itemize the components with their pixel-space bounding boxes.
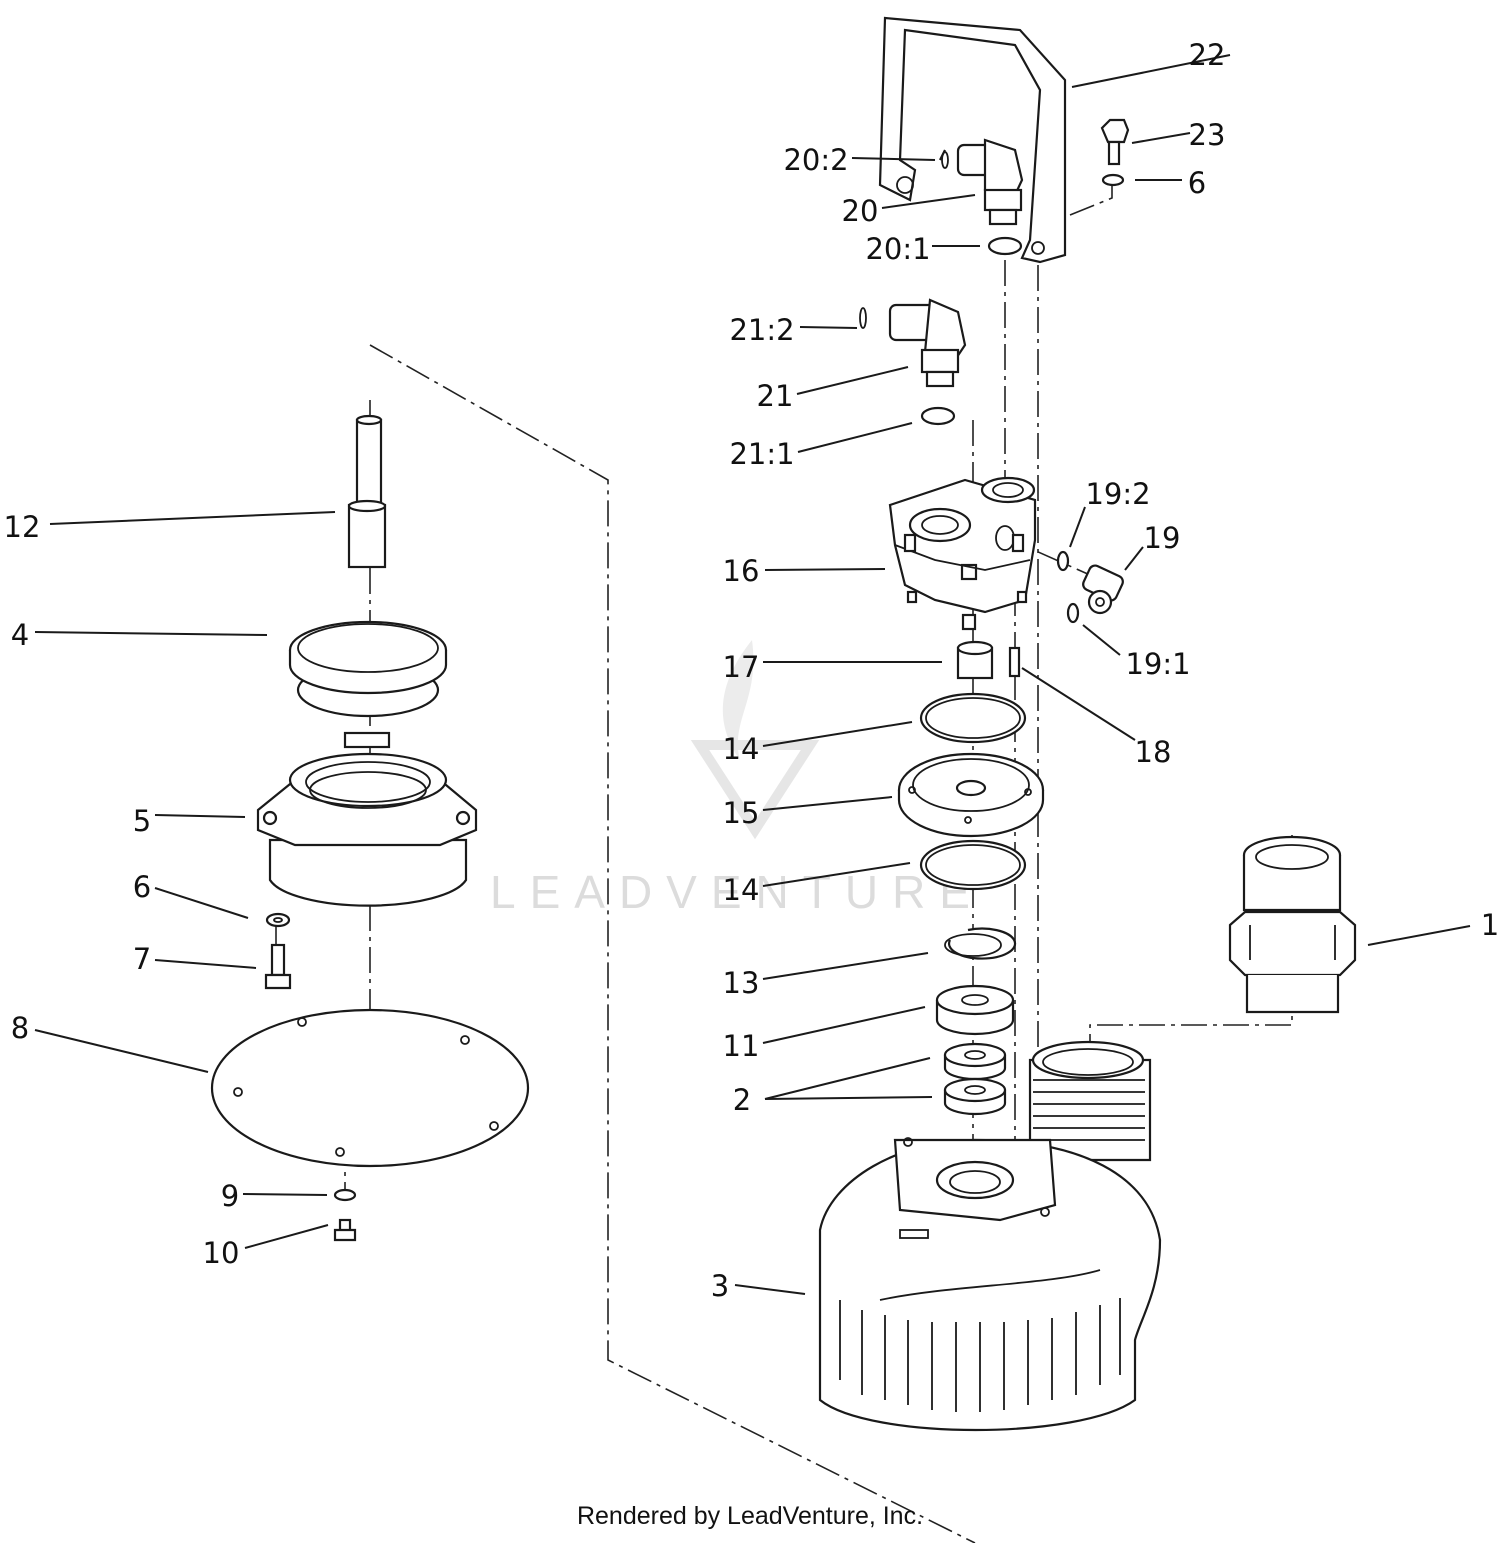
watermark: LEADVENTURE — [490, 640, 984, 918]
callout-16: 16 — [723, 554, 760, 588]
part-4-impeller-disc — [288, 620, 448, 718]
part-13-retaining-ring — [944, 927, 1017, 960]
callout-18: 18 — [1135, 735, 1172, 769]
leader-lines — [34, 54, 1471, 1295]
callout-15: 15 — [723, 796, 760, 830]
part-8-gasket — [210, 1008, 530, 1168]
part-20-1-o-ring — [987, 236, 1023, 256]
callout-11: 11 — [723, 1029, 760, 1063]
callout-22: 22 — [1189, 38, 1226, 72]
part-5-volute-housing — [256, 731, 478, 907]
callout-6-left: 6 — [133, 870, 151, 904]
callout-20-1: 20:1 — [865, 232, 930, 266]
part-1-hose-adapter — [1228, 835, 1357, 1014]
callout-20: 20 — [842, 194, 879, 228]
part-17-bushing — [956, 640, 994, 680]
part-10-screw — [333, 1218, 357, 1242]
part-14-o-ring-lower — [919, 839, 1027, 891]
part-16-pump-cover — [888, 476, 1037, 631]
callout-21: 21 — [757, 379, 794, 413]
part-9-washer — [333, 1188, 357, 1202]
part-6-washer-left — [265, 912, 291, 928]
callout-19-1: 19:1 — [1125, 647, 1190, 681]
callout-20-2: 20:2 — [783, 143, 848, 177]
part-21-1-o-ring — [920, 406, 956, 426]
callout-17: 17 — [723, 650, 760, 684]
footer-credit: Rendered by LeadVenture, Inc. — [576, 1502, 924, 1530]
callout-19-2: 19:2 — [1085, 477, 1150, 511]
callout-14-lower: 14 — [723, 873, 760, 907]
part-6-washer-right — [1101, 173, 1125, 187]
watermark-text: LEADVENTURE — [490, 866, 984, 918]
part-21-elbow-fitting — [859, 298, 967, 388]
callout-23: 23 — [1189, 118, 1226, 152]
part-3-pump-housing — [818, 1040, 1162, 1432]
part-18-pin — [1008, 646, 1021, 678]
callout-9: 9 — [221, 1179, 239, 1213]
callout-5: 5 — [133, 804, 151, 838]
callout-8: 8 — [11, 1011, 29, 1045]
part-20-elbow-fitting — [939, 138, 1024, 226]
callout-10: 10 — [203, 1236, 240, 1270]
part-2-spacers — [943, 1042, 1007, 1116]
callout-2: 2 — [733, 1083, 751, 1117]
part-11-seal — [935, 984, 1015, 1036]
part-7-bolt-left — [264, 943, 292, 990]
part-14-o-ring-upper — [919, 692, 1027, 744]
callout-1: 1 — [1481, 908, 1499, 942]
callout-4: 4 — [11, 618, 29, 652]
callout-19: 19 — [1144, 521, 1181, 555]
part-12-shaft — [347, 414, 387, 569]
part-23-bolt — [1100, 118, 1130, 166]
callout-12: 12 — [4, 510, 41, 544]
part-15-wear-plate — [897, 752, 1045, 838]
callout-14-upper: 14 — [723, 732, 760, 766]
callout-21-1: 21:1 — [729, 437, 794, 471]
callout-13: 13 — [723, 966, 760, 1000]
callout-3: 3 — [711, 1269, 729, 1303]
callout-21-2: 21:2 — [729, 313, 794, 347]
callout-6-right: 6 — [1188, 166, 1206, 200]
callout-7: 7 — [133, 942, 151, 976]
part-19-elbow-fitting — [1056, 550, 1124, 615]
part-22-handle — [878, 16, 1067, 264]
callout-labels: 1 2 3 4 5 6 6 7 8 9 10 11 12 13 14 14 15… — [4, 38, 1500, 1303]
part-19-1-o-ring — [1066, 602, 1080, 624]
